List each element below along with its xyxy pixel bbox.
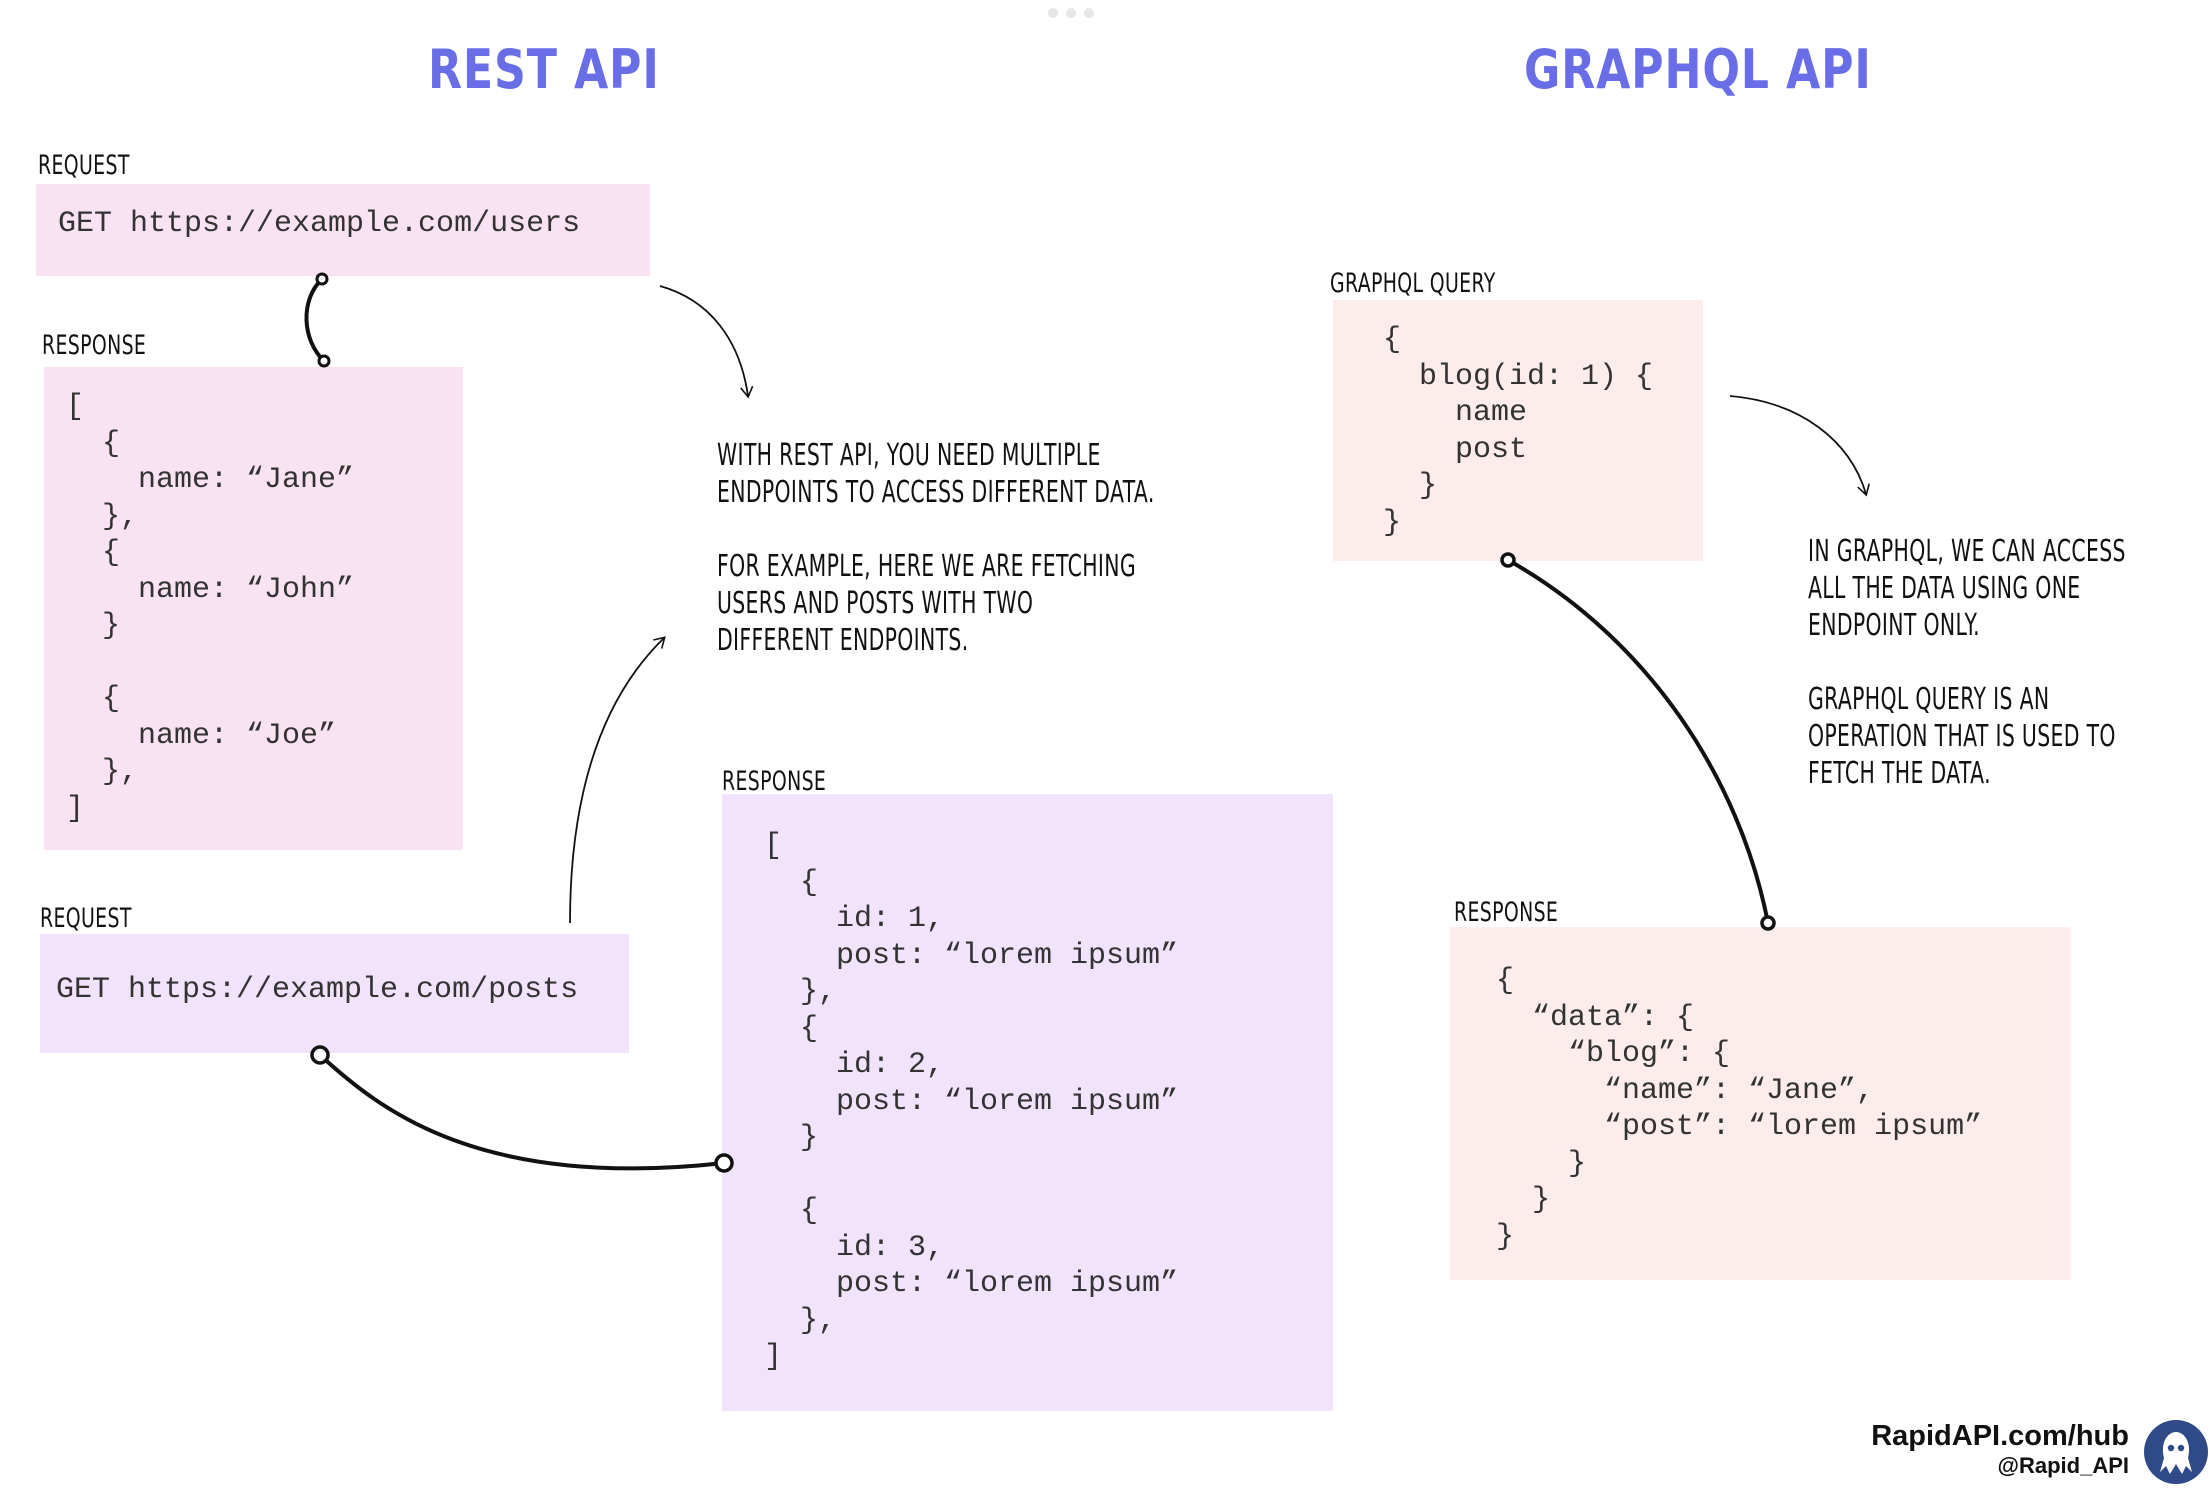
graphql-explanation-note: IN GRAPHQL, WE CAN ACCESS ALL THE DATA U… xyxy=(1808,534,2126,791)
request-label-users: REQUEST xyxy=(38,150,130,181)
request-box-users: GET https://example.com/users xyxy=(36,184,650,276)
response-box-users: [ { name: “Jane” }, { name: “John” } { n… xyxy=(44,367,463,850)
connector-end-dot xyxy=(1500,552,1516,568)
arrow-to-rest-note xyxy=(659,285,754,399)
connector-posts-request-response xyxy=(318,1053,725,1171)
connector-end-dot xyxy=(317,354,331,368)
response-code-users: [ { name: “Jane” }, { name: “John” } { n… xyxy=(66,390,355,826)
graphql-response-label: RESPONSE xyxy=(1454,897,1559,928)
rest-explanation-note: WITH REST API, YOU NEED MULTIPLE ENDPOIN… xyxy=(717,438,1155,658)
handle-dot xyxy=(1084,8,1094,18)
connector-end-dot xyxy=(1760,915,1776,931)
rest-api-title: REST API xyxy=(428,38,660,101)
arrow-from-posts-request xyxy=(569,636,666,924)
graphql-response-code: { “data”: { “blog”: { “name”: “Jane”, “p… xyxy=(1496,964,1983,1254)
handle-dot xyxy=(1066,8,1076,18)
response-box-posts: [ { id: 1, post: “lorem ipsum” }, { id: … xyxy=(722,794,1333,1411)
rapidapi-octopus-icon xyxy=(2144,1420,2208,1484)
request-box-posts: GET https://example.com/posts xyxy=(40,934,629,1053)
graphql-query-box: { blog(id: 1) { name post } } xyxy=(1333,300,1703,561)
connector-users-request-response xyxy=(304,277,326,363)
response-code-posts: [ { id: 1, post: “lorem ipsum” }, { id: … xyxy=(764,829,1179,1374)
connector-end-dot xyxy=(714,1153,734,1173)
graphql-response-box: { “data”: { “blog”: { “name”: “Jane”, “p… xyxy=(1450,927,2070,1280)
response-label-users: RESPONSE xyxy=(42,330,147,361)
connector-end-dot xyxy=(315,272,329,286)
graphql-query-code: { blog(id: 1) { name post } } xyxy=(1383,323,1654,540)
request-code-posts: GET https://example.com/posts xyxy=(56,973,579,1007)
graphql-api-title: GRAPHQL API xyxy=(1524,38,1872,101)
request-label-posts: REQUEST xyxy=(40,903,132,934)
graphql-query-label: GRAPHQL QUERY xyxy=(1330,268,1496,299)
arrow-to-graphql-note xyxy=(1729,395,1870,497)
brand-site-link[interactable]: RapidAPI.com/hub xyxy=(1871,1420,2129,1452)
handle-dot xyxy=(1048,8,1058,18)
response-label-posts: RESPONSE xyxy=(722,766,827,797)
connector-query-response xyxy=(1507,558,1770,924)
request-code-users: GET https://example.com/users xyxy=(58,207,581,241)
connector-end-dot xyxy=(310,1045,330,1065)
window-handle[interactable] xyxy=(1048,8,1094,18)
brand-handle[interactable]: @Rapid_API xyxy=(1997,1453,2129,1478)
